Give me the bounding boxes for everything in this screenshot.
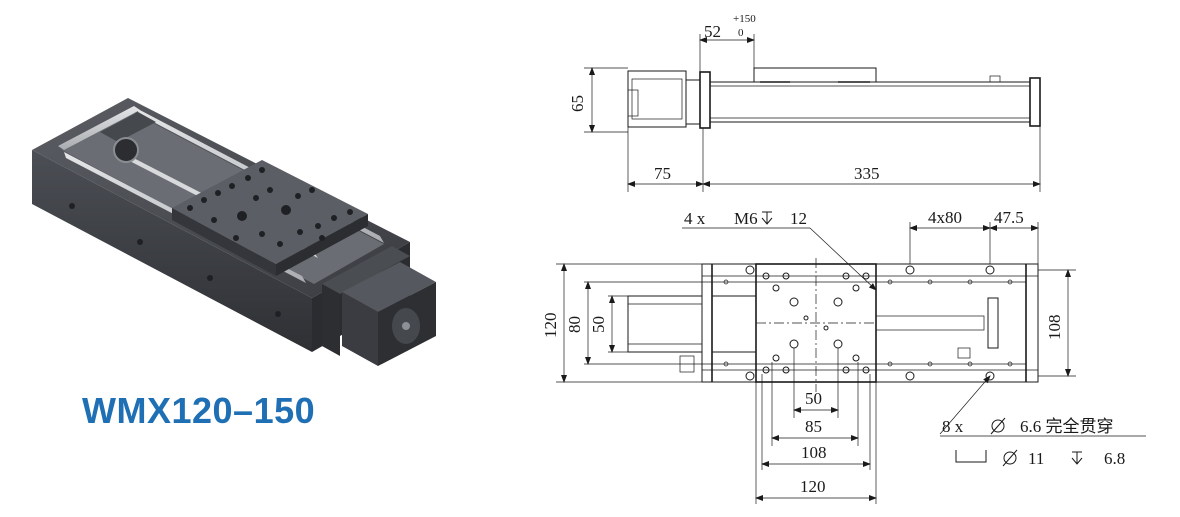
dim-height: 65 xyxy=(568,95,587,112)
callout-tapped-depth: 12 xyxy=(790,209,807,228)
motor-shaft xyxy=(402,322,410,330)
base-body xyxy=(709,81,1031,123)
dim-width: 120 xyxy=(541,313,560,339)
end-plate-motor xyxy=(699,71,711,129)
motor-front-face xyxy=(342,292,378,366)
lead-screw-plan xyxy=(875,315,985,331)
note-through-qty: 8 x xyxy=(942,417,964,436)
dim-bottom-50: 50 xyxy=(805,389,822,408)
diameter-icon xyxy=(1002,449,1018,467)
dim-bottom-120: 120 xyxy=(800,477,826,496)
end-plate-idler xyxy=(1029,77,1041,127)
coupling-plan xyxy=(711,295,757,353)
limit-sensor xyxy=(957,347,971,359)
diameter-icon xyxy=(990,417,1006,435)
dim-80: 80 xyxy=(565,316,584,333)
dim-tol-upper: +150 xyxy=(733,13,756,25)
dim-body: 335 xyxy=(854,164,880,183)
note-counterbore-depth: 6.8 xyxy=(1104,449,1125,468)
depth-symbol-icon xyxy=(761,211,773,225)
motor-connector xyxy=(627,89,639,117)
dim-bottom-108: 108 xyxy=(801,443,827,462)
dim-50: 50 xyxy=(589,316,608,333)
motor-mount-top xyxy=(322,246,410,294)
rail-left-end xyxy=(58,106,140,150)
dim-bottom-85: 85 xyxy=(805,417,822,436)
bearing-ring xyxy=(113,137,139,163)
product-render xyxy=(32,98,436,366)
coupling-housing xyxy=(685,79,701,125)
leader-tapped xyxy=(809,227,877,291)
note-counterbore-dia: 11 xyxy=(1028,449,1044,468)
bearing-block xyxy=(100,112,156,142)
carriage-outline xyxy=(753,67,877,83)
callout-tapped-qty: 4 x xyxy=(684,209,706,228)
elevation-view: 52 +150 0 65 75 335 xyxy=(568,13,1041,192)
carriage-side-face xyxy=(276,214,368,276)
dim-end: 47.5 xyxy=(994,208,1024,227)
base-mount-holes xyxy=(69,203,281,317)
depth-symbol-icon xyxy=(1071,451,1083,465)
leader-through-hole xyxy=(939,375,991,435)
rail-holes xyxy=(723,279,1013,367)
plan-view: 4 x M6 12 4x80 47.5 120 80 50 108 xyxy=(541,208,1146,504)
motor-inner xyxy=(631,78,683,120)
dim-stroke: 52 xyxy=(704,22,721,41)
counterbore-icon xyxy=(955,450,987,463)
dim-motor: 75 xyxy=(654,164,671,183)
dim-108-right: 108 xyxy=(1045,315,1064,341)
carriage-front-face xyxy=(172,208,276,276)
motor-top-face xyxy=(342,262,436,312)
carriage-holes xyxy=(187,167,353,247)
dim-pitch: 4x80 xyxy=(928,208,962,227)
motor-outline-plan xyxy=(627,295,703,353)
idler-bearing xyxy=(987,297,999,349)
callout-tapped-thread: M6 xyxy=(734,209,758,228)
product-title: WMX120–150 xyxy=(82,390,316,431)
note-through-size: 6.6 完全贯穿 xyxy=(1020,417,1114,436)
motor-mount-front xyxy=(322,284,340,356)
base-front-face xyxy=(32,150,312,352)
dim-tol-lower: 0 xyxy=(738,27,744,39)
motor-outline xyxy=(627,70,687,128)
sensor xyxy=(989,75,1001,83)
